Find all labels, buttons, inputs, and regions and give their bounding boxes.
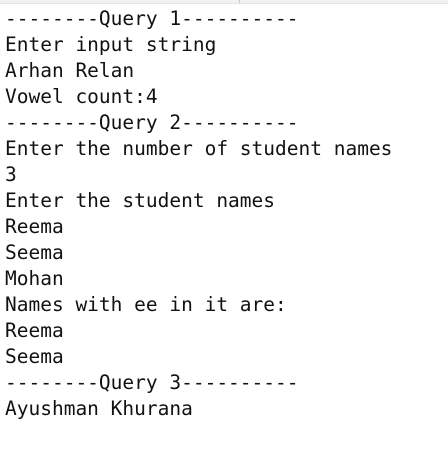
window-top-edge: [0, 0, 448, 4]
console-line-query-1-header: --------Query 1----------: [5, 7, 299, 30]
console-line-count-prompt: Enter the number of student names: [5, 137, 393, 160]
console-line-input-value: Arhan Relan: [5, 59, 135, 82]
console-line-vowel-count: Vowel count:4: [5, 85, 158, 108]
console-line-query-2-header: --------Query 2----------: [5, 111, 299, 134]
console-line-filter-result: Seema: [5, 345, 64, 368]
top-edge-tick: [239, 0, 240, 3]
console-line-count-value: 3: [5, 163, 17, 186]
console-line-query-3-output: Ayushman Khurana: [5, 397, 193, 420]
console-line-name-entry: Seema: [5, 241, 64, 264]
console-line-filter-result: Reema: [5, 319, 64, 342]
console-line-query-3-header: --------Query 3----------: [5, 371, 299, 394]
console-line-input-prompt: Enter input string: [5, 33, 217, 56]
console-line-name-entry: Reema: [5, 215, 64, 238]
console-line-name-entry: Mohan: [5, 267, 64, 290]
console-output: --------Query 1---------- Enter input st…: [5, 6, 448, 422]
console-line-filter-heading: Names with ee in it are:: [5, 293, 287, 316]
console-line-names-prompt: Enter the student names: [5, 189, 276, 212]
